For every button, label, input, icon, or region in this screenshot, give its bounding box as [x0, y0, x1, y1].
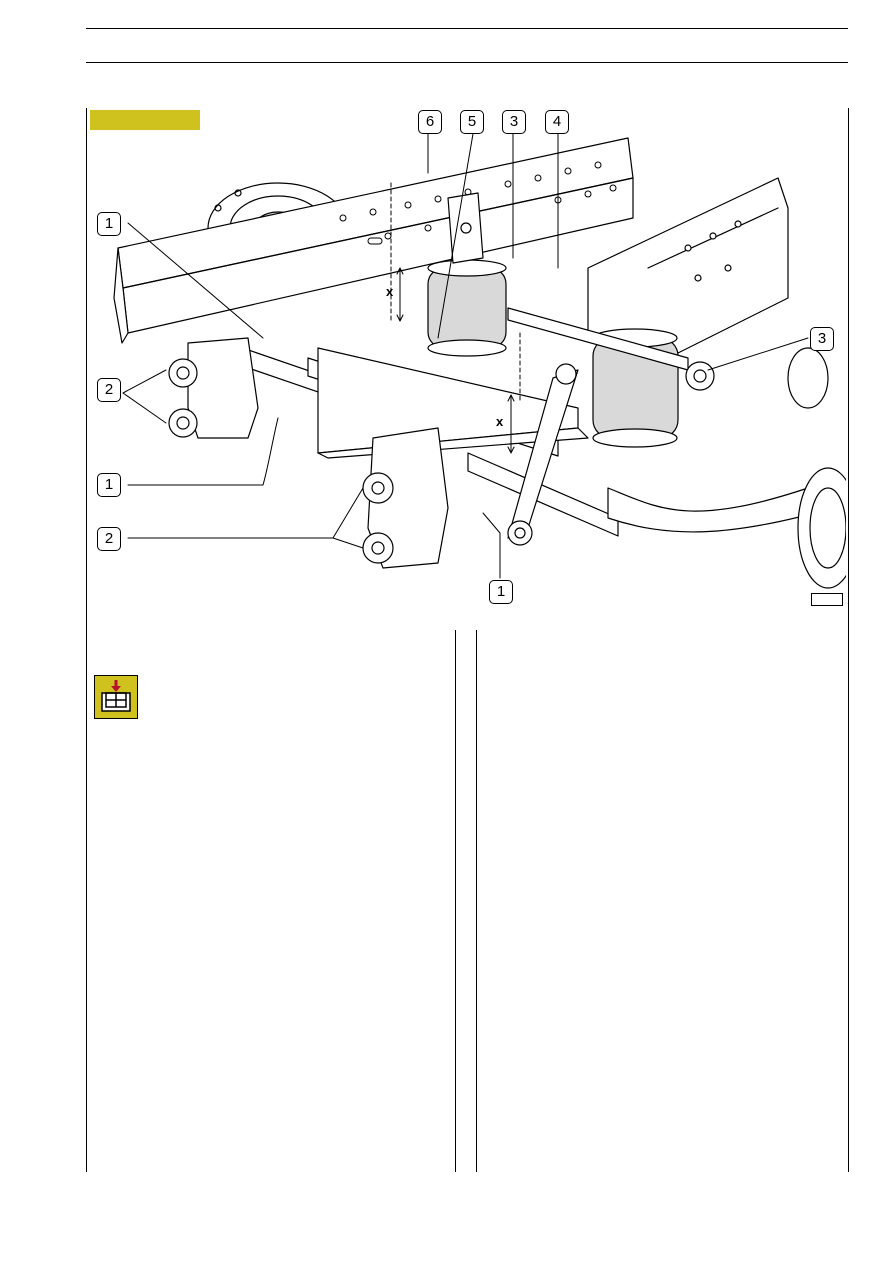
- callout-left-bushings: 2: [97, 378, 121, 402]
- left-air-spring: [427, 259, 507, 357]
- dimension-lines: [390, 182, 521, 404]
- figure-reference-box: [811, 593, 843, 606]
- left-bracket: [168, 337, 259, 439]
- right-air-spring: [592, 328, 679, 448]
- suspension-illustration: [113, 127, 846, 589]
- dimension-mark-lower: x: [496, 414, 504, 429]
- front-wheel: [787, 347, 846, 589]
- chassis-frame: [113, 137, 634, 344]
- dimension-arrows: [396, 267, 515, 454]
- removal-installation-icon: [94, 675, 138, 719]
- right-stabiliser: [607, 361, 834, 533]
- page-frame-left: [86, 108, 87, 1172]
- callout-air-spring-top: 3: [502, 110, 526, 134]
- callout-frame-member: 6: [418, 110, 442, 134]
- frame-holes: [339, 161, 617, 245]
- callout-bottom-torsion-bar: 1: [489, 580, 513, 604]
- callout-right-air-spring: 3: [810, 327, 834, 351]
- column-divider-right: [476, 630, 477, 1172]
- callout-reaction-rod: 4: [545, 110, 569, 134]
- callout-lower-torsion-bar: 1: [97, 473, 121, 497]
- bottom-bracket: [362, 427, 449, 569]
- upper-bracket: [447, 192, 484, 264]
- callout-lower-bushings: 2: [97, 527, 121, 551]
- reaction-rod: [507, 363, 579, 546]
- callout-upper-bracket: 5: [460, 110, 484, 134]
- page-frame-right: [848, 108, 849, 1172]
- figure-tag: [90, 110, 200, 130]
- column-divider-left: [455, 630, 456, 1172]
- leader-lines: [122, 127, 809, 579]
- callout-left-torsion-bar: 1: [97, 212, 121, 236]
- header-rule-top: [86, 28, 848, 29]
- header-rule-bottom: [86, 62, 848, 63]
- dimension-mark-upper: x: [386, 284, 394, 299]
